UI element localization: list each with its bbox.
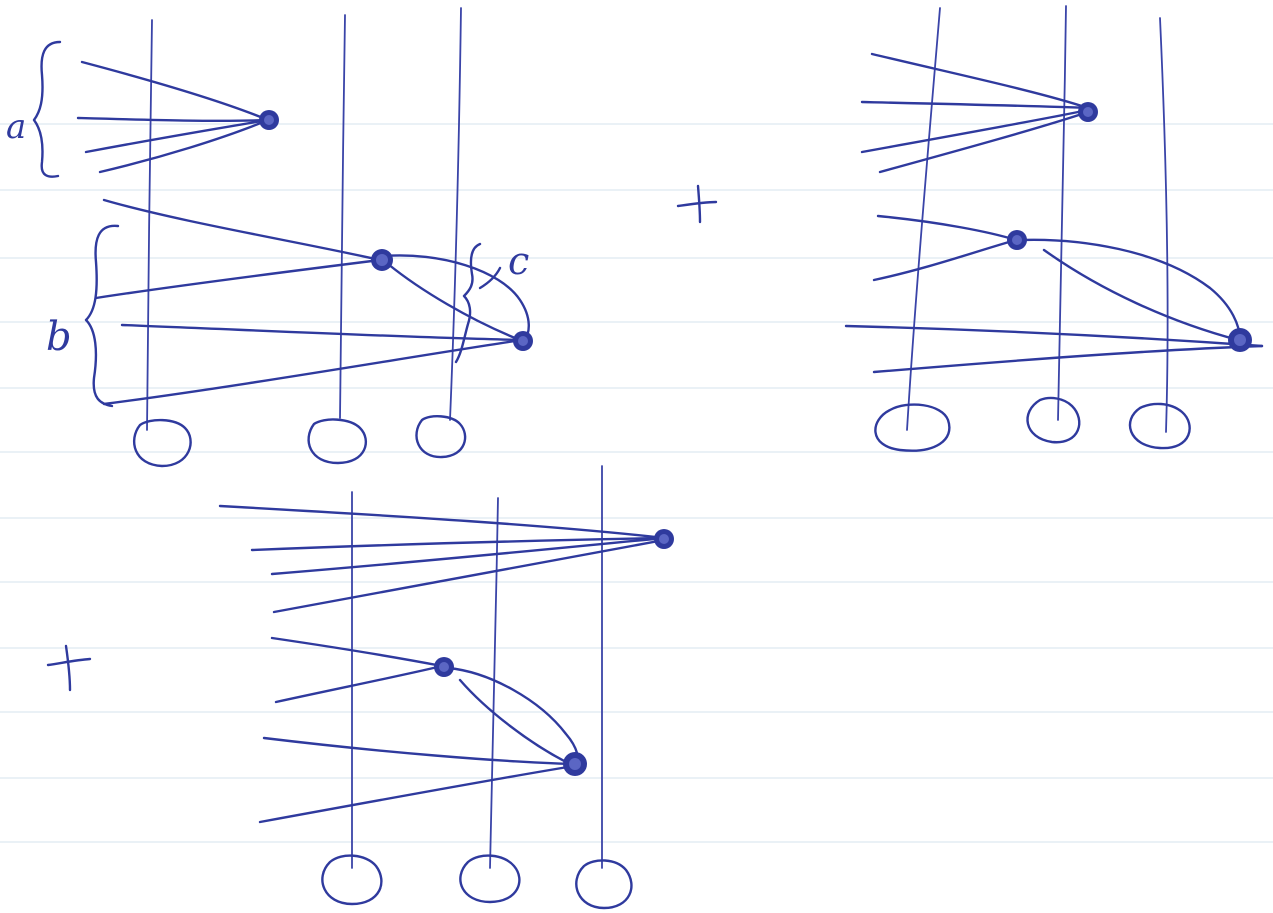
diagram-1-a-line-4 [98, 118, 270, 174]
diagram-1-b-line-4 [102, 338, 524, 406]
diagram-1-node-b-core [376, 254, 388, 266]
diagram-1-a-line-2 [76, 116, 270, 123]
diagram-3-node-c-core [569, 758, 581, 770]
diagram-2-b-line-1 [876, 214, 1018, 242]
diagram-2-b-line-3 [844, 324, 1264, 348]
diagram-2-loop-3 [1128, 402, 1191, 450]
diagram-2-loop-2 [1026, 396, 1081, 444]
diagram-1-a-line-1 [80, 60, 270, 122]
diagram-3-a-line-1 [218, 504, 666, 540]
diagram-2-c-arc-upper [1018, 238, 1242, 342]
diagram-1-loop-2 [307, 418, 368, 465]
diagram-1-a-line-3 [84, 118, 270, 154]
diagram-3-b-line-4 [258, 764, 576, 824]
diagram-1-b-line-2 [94, 258, 382, 300]
diagram-3-loop-3 [575, 859, 633, 910]
diagram-3 [218, 465, 674, 910]
diagram-2-b-line-2 [872, 238, 1018, 282]
label-c: c [508, 239, 529, 283]
plus-sign-1 [676, 184, 718, 224]
diagram-2-a-line-1 [870, 52, 1090, 110]
diagram-3-a-line-2 [250, 536, 666, 552]
diagram-3-a-line-3 [270, 536, 666, 576]
label-a: a [6, 107, 26, 147]
diagram-1-c-arc-lower [386, 262, 522, 342]
diagram-1-line-3 [449, 7, 462, 421]
diagram-2-a-line-2 [860, 100, 1090, 110]
diagram-3-b-line-2 [274, 664, 444, 704]
label-b: b [46, 314, 72, 360]
diagram-1-line-1 [146, 19, 153, 431]
diagram-2-line-2 [1057, 5, 1067, 421]
diagram-3-node-a-core [659, 534, 669, 544]
brace-c-tick [478, 266, 502, 290]
brace-b [84, 224, 120, 408]
diagram-2-line-3 [1159, 17, 1169, 433]
diagram-3-loop-2 [459, 854, 521, 904]
paper-rules [0, 123, 1273, 843]
diagram-1-b-line-1 [102, 198, 382, 262]
diagram-3-b-line-3 [262, 736, 576, 766]
diagram-1-c-arc-upper [382, 254, 530, 342]
diagram-3-b-line-1 [270, 636, 444, 668]
diagram-2 [844, 5, 1264, 452]
diagram-2-node-c-core [1234, 334, 1246, 346]
diagram-3-c-arc-lower [458, 678, 572, 766]
diagram-3-loop-1 [321, 854, 383, 906]
diagram-1: a b c [6, 7, 533, 468]
diagram-2-node-a-core [1083, 107, 1093, 117]
diagram-1-loop-3 [415, 415, 467, 459]
diagram-1-loop-1 [132, 418, 192, 468]
diagram-2-a-line-3 [860, 108, 1090, 154]
diagram-3-a-line-4 [272, 538, 666, 614]
diagram-2-loop-1 [874, 403, 951, 452]
plus-sign-2 [46, 644, 92, 692]
diagram-2-b-line-4 [872, 344, 1264, 374]
diagram-3-node-b-core [439, 662, 449, 672]
brace-a [32, 40, 62, 178]
diagram-2-node-b-core [1012, 235, 1022, 245]
diagram-1-node-a-core [264, 115, 274, 125]
diagram-1-line-2 [339, 14, 346, 419]
diagram-2-a-line-4 [878, 110, 1090, 174]
diagram-2-c-arc-lower [1042, 248, 1240, 342]
diagram-3-c-arc-upper [446, 666, 580, 768]
diagram-1-b-line-3 [120, 323, 524, 342]
brace-c [454, 242, 482, 364]
diagram-1-node-c-core [518, 336, 528, 346]
diagram-2-line-1 [906, 7, 941, 431]
